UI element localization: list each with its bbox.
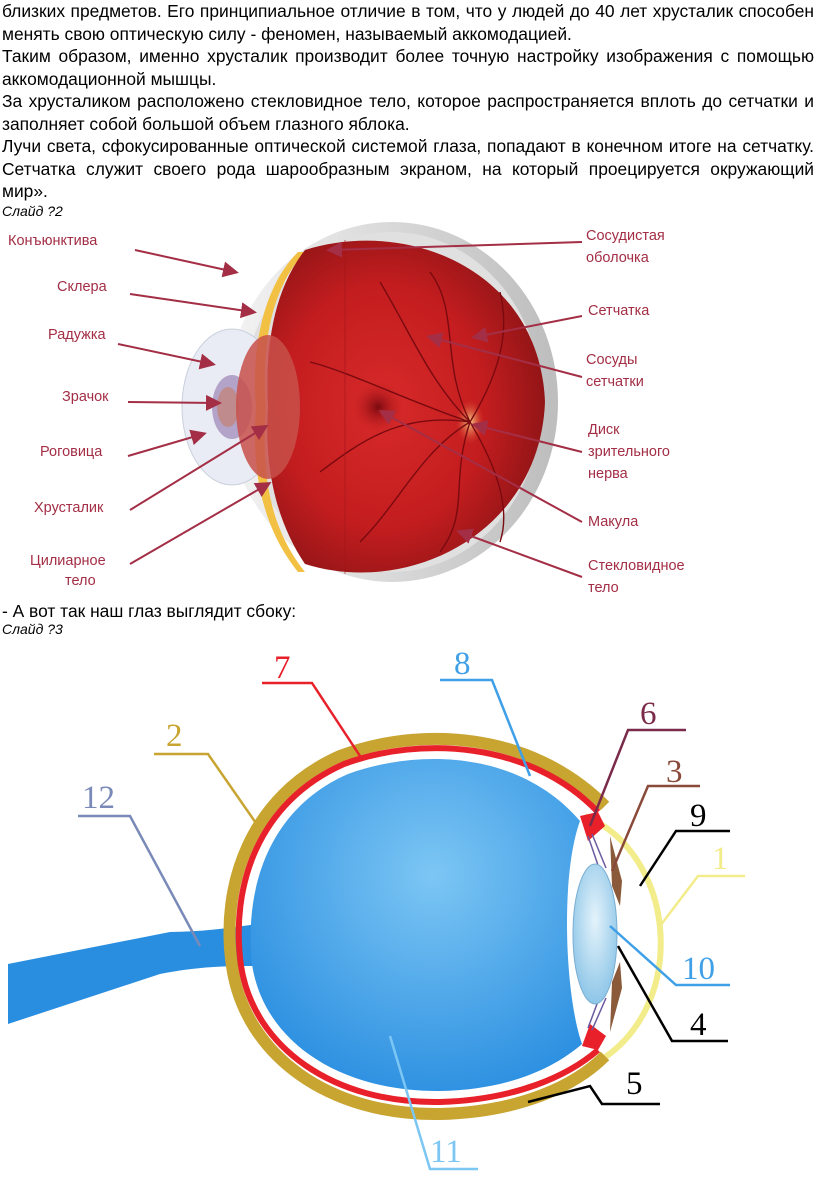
number-labels: 7 8 6 3 2 9 12 1 10 4 5 11 <box>82 646 729 1170</box>
cornea <box>583 813 664 1069</box>
label-ciliary-2: тело <box>65 573 96 589</box>
number-10: 10 <box>682 951 715 987</box>
slide-label: Слайд ?3 <box>2 621 63 637</box>
left-labels: Конъюнктива Склера Радужка Зрачок Рогови… <box>8 233 109 589</box>
macula <box>352 381 404 433</box>
choroid <box>267 240 545 573</box>
number-4: 4 <box>690 1007 707 1043</box>
right-labels: Сосудистая оболочка Сетчатка Сосуды сетч… <box>586 228 685 596</box>
number-5: 5 <box>626 1066 643 1102</box>
retinal-vessels <box>309 271 505 553</box>
right-leader-lines <box>326 241 583 578</box>
number-6: 6 <box>640 696 657 732</box>
label-vitreous-2: тело <box>588 580 619 596</box>
label-vessels-2: сетчатки <box>586 374 644 390</box>
side-view-caption: - А вот так наш глаз выглядит сбоку: <box>2 601 297 621</box>
number-11: 11 <box>430 1134 462 1170</box>
label-choroid: Сосудистая <box>586 228 665 244</box>
iris-bottom <box>610 962 622 1032</box>
label-lens: Хрусталик <box>34 500 104 516</box>
paragraph: За хрусталиком расположено стекловидное … <box>2 91 814 134</box>
number-7: 7 <box>274 650 291 686</box>
label-pupil: Зрачок <box>62 389 109 405</box>
label-sclera: Склера <box>57 279 108 295</box>
label-disc: Диск <box>588 422 620 438</box>
label-disc-2: зрительного <box>588 444 670 460</box>
article-text: близких предметов. Его принципиальное от… <box>2 0 814 220</box>
label-iris: Радужка <box>48 327 106 343</box>
number-9: 9 <box>690 798 707 834</box>
lens <box>236 335 300 479</box>
label-ciliary: Цилиарное <box>30 553 106 569</box>
ciliary-body-top <box>580 812 605 841</box>
pupil <box>217 387 239 427</box>
paragraph: Таким образом, именно хрусталик производ… <box>2 46 814 89</box>
lens <box>572 863 618 1005</box>
label-macula: Макула <box>588 514 639 530</box>
number-2: 2 <box>166 718 183 754</box>
sclera <box>223 732 610 1121</box>
vitreous-body <box>250 758 582 1092</box>
slide-label: Слайд ?2 <box>2 202 63 219</box>
label-disc-3: нерва <box>588 466 629 482</box>
label-vessels: Сосуды <box>586 352 637 368</box>
label-choroid-2: оболочка <box>586 250 650 266</box>
paragraph: близких предметов. Его принципиальное от… <box>2 1 814 44</box>
label-retina: Сетчатка <box>588 303 650 319</box>
leader-lines <box>78 678 745 1171</box>
number-12: 12 <box>82 780 115 816</box>
label-cornea: Роговица <box>40 444 103 460</box>
number-3: 3 <box>666 754 683 790</box>
left-leader-lines <box>117 249 272 565</box>
label-vitreous: Стекловидное <box>588 558 685 574</box>
number-1: 1 <box>712 841 729 877</box>
choroid <box>235 745 601 1106</box>
optic-nerve <box>8 924 258 1024</box>
label-conjunctiva: Конъюнктива <box>8 233 98 249</box>
number-8: 8 <box>454 646 471 682</box>
ciliary-body-bottom <box>582 1024 606 1050</box>
iris-top <box>610 836 622 906</box>
eye-anatomy-figure: Конъюнктива Склера Радужка Зрачок Рогови… <box>8 222 685 596</box>
eye-side-view-figure: 7 8 6 3 2 9 12 1 10 4 5 11 <box>8 646 745 1171</box>
paragraph: Лучи света, сфокусированные оптической с… <box>2 136 814 201</box>
